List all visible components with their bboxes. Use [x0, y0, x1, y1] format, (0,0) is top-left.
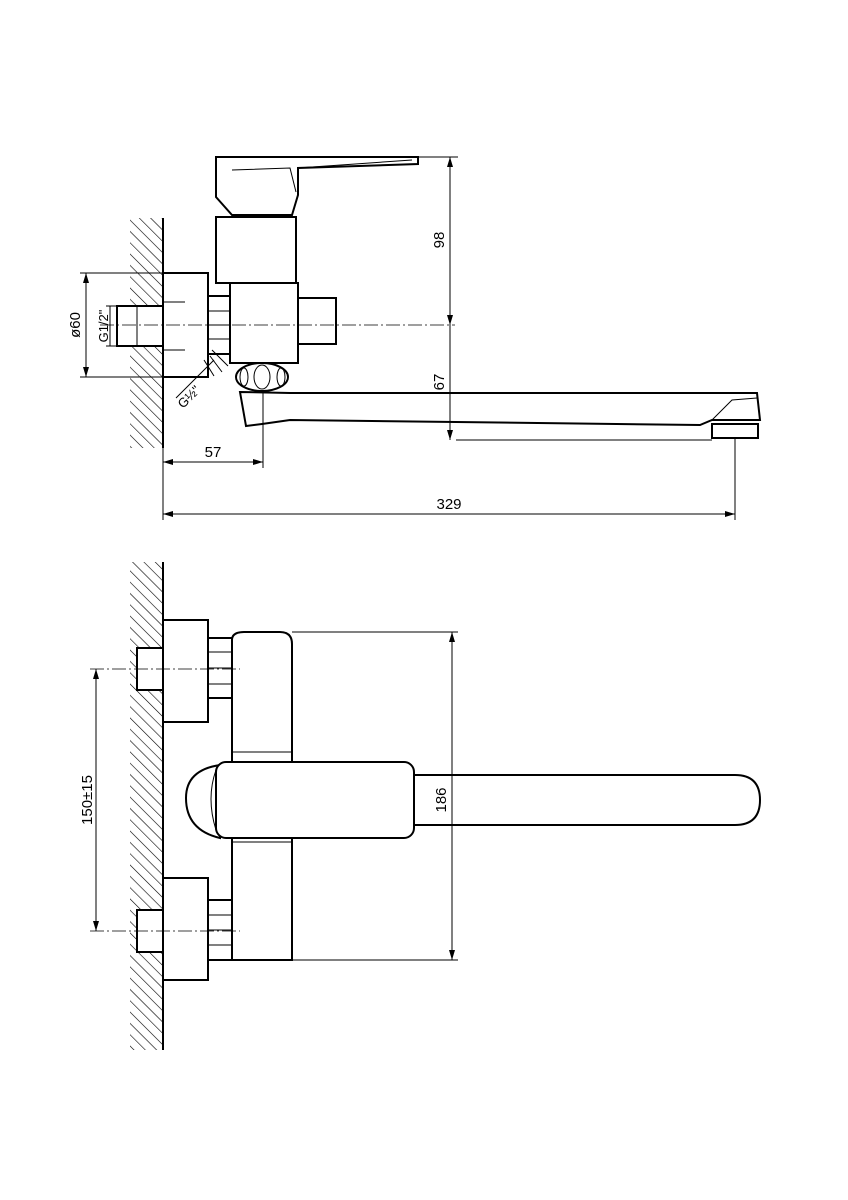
wall-hatch-bottom: [130, 562, 162, 1050]
plan-view: 150±15 186: [79, 562, 762, 1050]
handle-top: [215, 761, 415, 839]
spout-outlet: [711, 423, 759, 439]
dim-57: 57: [205, 444, 222, 461]
dim-98: 98: [431, 232, 448, 249]
flange-upper: [162, 619, 209, 723]
diverter-ring: [235, 362, 289, 392]
spout: [238, 390, 762, 428]
dim-329: 329: [436, 496, 461, 513]
flange-lower: [162, 877, 209, 981]
dim-diameter-60: ø60: [67, 312, 84, 338]
lever-handle: [215, 156, 419, 216]
dim-thread-g12: G1/2": [96, 309, 111, 342]
side-view: 98 67 ø60 G1/2" G½" 57 329: [67, 156, 762, 520]
dim-150: 150±15: [79, 775, 96, 825]
valve-body: [215, 216, 297, 284]
wall-connector: [116, 305, 164, 347]
spout-plan: [413, 774, 762, 826]
valve-stub: [297, 297, 337, 345]
valve-block: [229, 282, 299, 364]
dim-67: 67: [431, 374, 448, 391]
handle-cap: [184, 763, 221, 840]
dim-186: 186: [433, 787, 450, 812]
dim-thread-small: G½": [174, 382, 203, 411]
